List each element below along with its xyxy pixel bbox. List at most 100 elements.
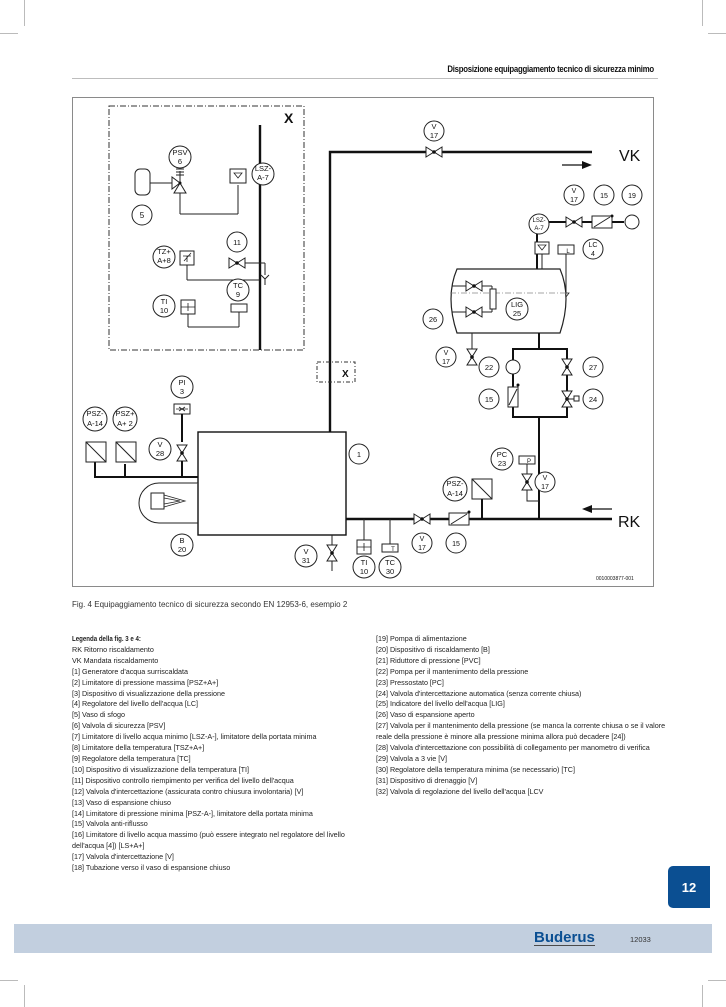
section-title: Disposizione equipaggiamento tecnico di … [447,64,654,75]
svg-text:23: 23 [498,459,506,468]
tag-v-17 [563,184,585,206]
svg-text:17: 17 [570,197,578,204]
svg-text:TC: TC [385,558,396,567]
level-gauge-icon [489,288,497,310]
crop-mark [24,985,25,1007]
svg-text:3: 3 [180,387,184,396]
legend-item: [28] Valvola d'intercettazione con possi… [376,743,650,753]
figure-caption: Fig. 4 Equipaggiamento tecnico di sicure… [72,600,348,609]
tag-1 [348,443,370,465]
tag-11 [226,231,248,253]
svg-text:X: X [342,369,349,380]
svg-text:LSZ-: LSZ- [532,218,545,224]
svg-text:11: 11 [233,238,241,247]
hot-water-generator-1 [197,431,347,536]
legend-item: RK Ritorno riscaldamento [72,644,154,654]
tag-15 [478,388,500,410]
legend-item: [30] Regolatore della temperatura minima… [376,764,575,774]
tag-psz-14 [442,476,468,502]
tag-pc-23 [490,447,514,471]
legend-item: [22] Pompa per il mantenimento della pre… [376,666,529,676]
svg-text:TI: TI [361,558,368,567]
safety-equipment-diagram: X 5 PSV 6 LSZ- A-7 11 TZ+ A+8 TC 9 TI 10 [82,105,643,582]
tag-psv-6 [168,145,192,169]
tag-lsz-7 [251,162,275,186]
legend-left-column: Legenda della fig. 3 e 4: RK Ritorno ris… [72,634,372,874]
temp-controller-box [230,303,248,313]
legend-item: [3] Dispositivo di visualizzazione della… [72,688,226,698]
drain-valve-icon [326,544,338,562]
legend-item: [8] Limitatore della temperatura [TSZ+A+… [72,743,205,753]
legend-item: [31] Dispositivo di drenaggio [V] [376,775,478,785]
shutoff-valve-icon [425,146,443,158]
svg-text:V: V [444,350,449,357]
legend-item: [27] Valvola per il mantenimento della p… [376,721,666,742]
tag-27 [582,356,604,378]
svg-text:PSZ+: PSZ+ [116,409,136,418]
svg-text:25: 25 [513,309,521,318]
svg-text:V: V [431,122,436,131]
legend-item: [20] Dispositivo di riscaldamento [B] [376,644,490,654]
svg-text:T: T [391,547,395,553]
svg-text:PI: PI [178,378,185,387]
feed-pump-icon [624,214,640,230]
tag-tz-8 [152,245,176,269]
svg-text:A-7: A-7 [257,173,269,182]
svg-text:B: B [179,536,184,545]
svg-text:5: 5 [140,211,145,220]
legend-item: [9] Regolatore della temperatura [TC] [72,753,191,763]
tag-pi-3 [170,375,194,399]
svg-text:17: 17 [442,359,450,366]
open-expansion-tank-26 [450,268,567,334]
gauge-valve-icon [176,444,188,462]
tag-ti-10 [152,294,176,318]
legend-item: VK Mandata riscaldamento [72,655,159,665]
tag-psz-2 [112,406,138,432]
tag-lc-4 [582,238,604,260]
legend-item: [16] Limitatore di livello acqua massimo… [72,830,345,851]
svg-text:17: 17 [418,545,426,552]
crop-mark [708,980,726,981]
header-divider [72,78,658,79]
legend-item: [19] Pompa di alimentazione [376,634,467,643]
figure-code: 0010003877-001 [596,576,634,582]
legend-item: [12] Valvola d'intercettazione (assicura… [72,786,304,796]
tag-22 [478,356,500,378]
vk-label: VK [619,148,641,165]
legend-item: [15] Valvola anti-riflusso [72,819,148,829]
svg-text:15: 15 [485,395,493,404]
legend-item: [24] Valvola d'intercettazione automatic… [376,688,582,698]
tag-15 [445,532,467,554]
svg-text:17: 17 [541,484,549,491]
legend-item: [23] Pressostato [PC] [376,677,444,687]
shutoff-valve-icon [228,257,246,269]
legend-right-column: [19] Pompa di alimentazione [20] Disposi… [376,634,676,798]
svg-text:26: 26 [429,315,437,324]
min-temp-controller-box [381,543,399,553]
shutoff-valve-icon [521,473,533,491]
svg-text:TZ+: TZ+ [157,247,171,256]
legend-item: [26] Vaso di espansione aperto [376,710,475,720]
legend-item: [17] Valvola d'intercettazione [V] [72,852,174,862]
svg-text:PC: PC [497,450,508,459]
svg-text:22: 22 [485,363,493,372]
legend-item: [2] Limitatore di pressione massima [PSZ… [72,677,219,687]
svg-text:6: 6 [178,157,182,166]
drain-valve-icon [466,348,478,366]
svg-text:24: 24 [589,395,597,404]
svg-text:10: 10 [360,567,368,576]
tag-24 [582,388,604,410]
legend-item: [10] Dispositivo di visualizzazione dell… [72,764,249,774]
tag-psz-14 [82,406,108,432]
crop-mark [702,985,703,1007]
legend-item: [18] Tubazione verso il vaso di espansio… [72,863,231,873]
tag-19 [621,184,643,206]
chapter-tab: 12 [668,866,710,908]
tag-ti-10 [352,555,376,579]
tag-v-17 [423,120,445,142]
svg-text:LSZ-: LSZ- [255,164,272,173]
figure-frame [72,97,654,587]
legend-item: [13] Vaso di espansione chiuso [72,797,171,807]
shutoff-valve-icon [565,216,583,228]
svg-text:PSV: PSV [172,148,187,157]
